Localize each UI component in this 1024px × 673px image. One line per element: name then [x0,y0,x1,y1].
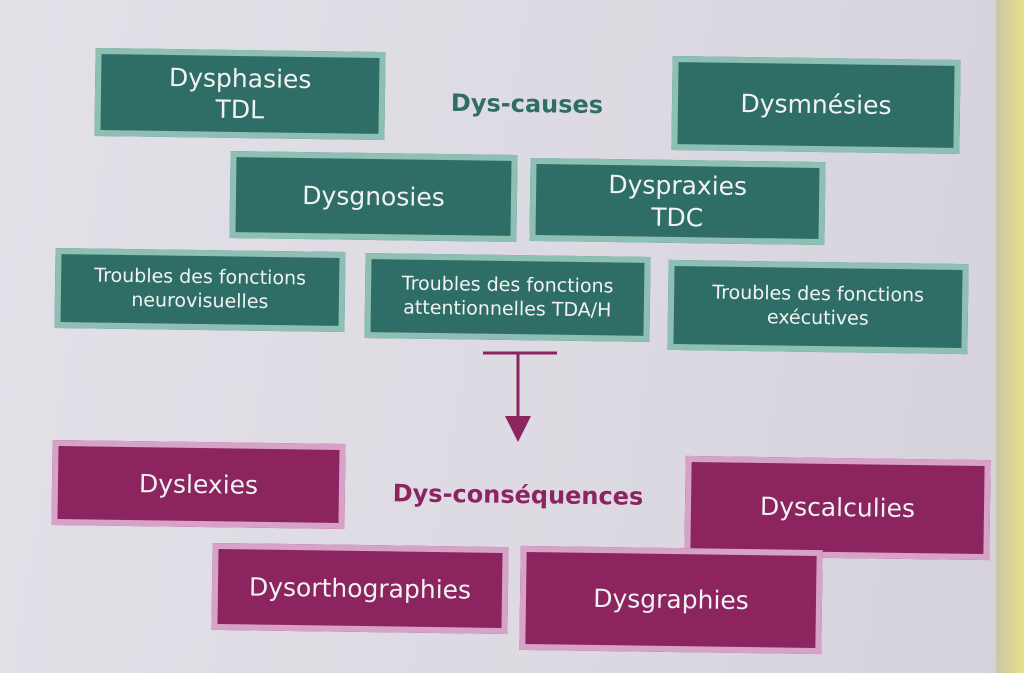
dys-consequences-title: Dys-conséquences [392,479,644,511]
box-dysorthographies: Dysorthographies [211,542,509,635]
box-line: Dyscalculies [759,492,916,524]
page-edge [996,0,1024,673]
box-dysgraphies: Dysgraphies [519,545,823,655]
box-line: Dyslexies [138,469,259,500]
box-line: Dysgraphies [592,584,749,616]
box-dyscalculies: Dyscalculies [684,455,991,561]
box-line: Dysorthographies [248,572,472,605]
box-dyslexies: Dyslexies [51,439,346,530]
